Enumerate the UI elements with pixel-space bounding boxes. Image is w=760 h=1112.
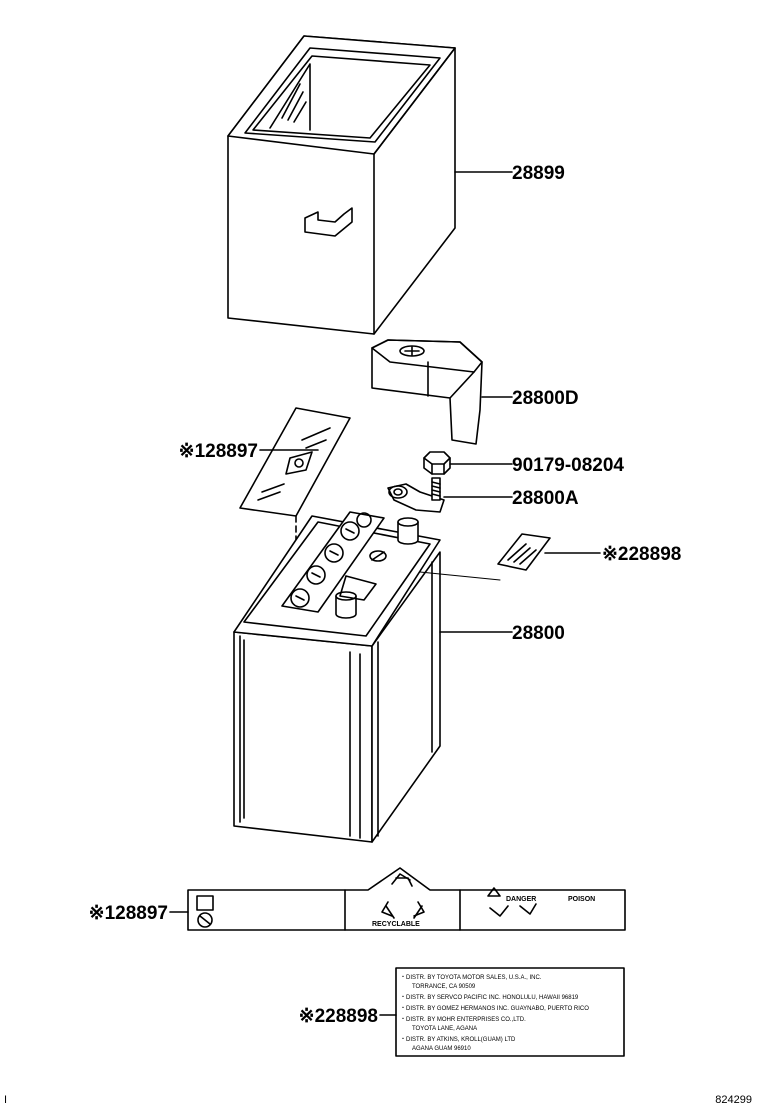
bolt-part (423, 451, 451, 475)
detail-line-3: ・DISTR. BY SERVCO PACIFIC INC. HONOLULU,… (400, 995, 579, 1001)
callout-28899: 28899 (512, 163, 565, 184)
callout-28800A: 28800A (512, 488, 579, 509)
detail-line-2: TORRANCE, CA 90509 (412, 984, 476, 990)
detail-line-7: ・DISTR. BY ATKINS, KROLL(GUAM) LTD (400, 1037, 516, 1043)
terminal-part (387, 477, 445, 513)
label-detail-28897 (187, 867, 626, 931)
danger-text: DANGER (506, 896, 536, 903)
callout-28800D: 28800D (512, 388, 579, 409)
detail-line-8: AGANA GUAM 96910 (412, 1046, 471, 1052)
detail-line-4: ・DISTR. BY GOMEZ HERMANOS INC. GUAYNABO,… (400, 1006, 589, 1012)
detail-line-5: ・DISTR. BY MOHR ENTERPRISES CO.,LTD. (400, 1017, 526, 1023)
callout-28897-detail: ※128897 (89, 903, 168, 924)
battery-part (233, 511, 441, 843)
label-28897-part (239, 407, 351, 517)
callout-28898-right: ※228898 (602, 544, 681, 565)
recyclable-text: RECYCLABLE (372, 921, 420, 928)
detail-line-1: ・DISTR. BY TOYOTA MOTOR SALES, U.S.A., I… (400, 975, 542, 981)
callout-28897-top: ※128897 (179, 441, 258, 462)
callout-90179-08204: 90179-08204 (512, 455, 624, 476)
label-detail-28898 (395, 967, 625, 1057)
detail-line-6: TOYOTA LANE, AGANA (412, 1026, 477, 1032)
battery-box-part (227, 35, 456, 335)
poison-text: POISON (568, 896, 595, 903)
figure-number: 824299 (715, 1094, 752, 1106)
callout-28800: 28800 (512, 623, 565, 644)
callout-28898-detail: ※228898 (299, 1006, 378, 1027)
footer-left-mark: I (4, 1094, 7, 1106)
label-28898-part (497, 533, 551, 571)
battery-clamp-part (371, 339, 483, 445)
